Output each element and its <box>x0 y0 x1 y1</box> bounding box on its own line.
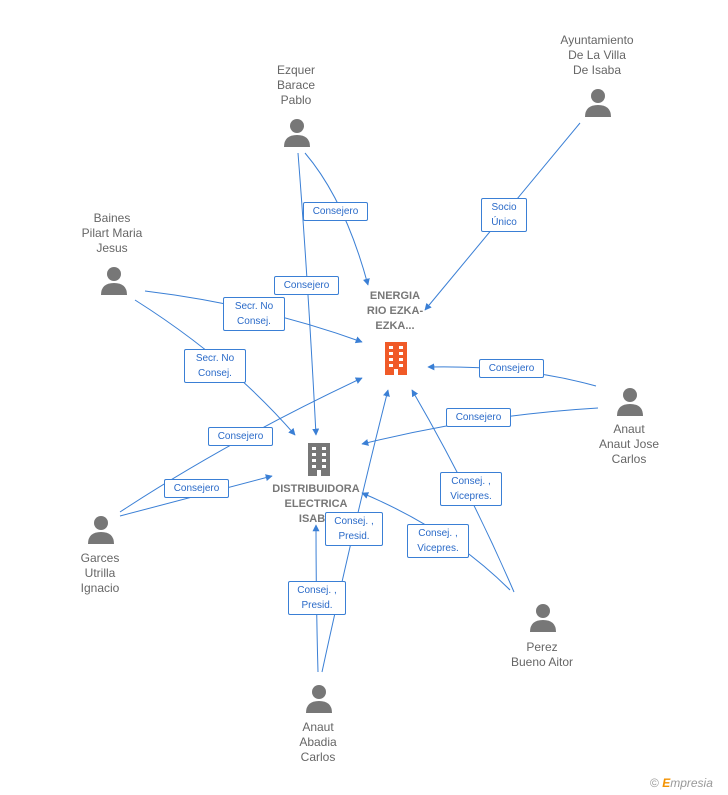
relation-label-consej-presid[interactable]: Consej. , Presid. <box>325 512 383 546</box>
brand-footer: © Empresia <box>650 776 713 790</box>
person-icon[interactable] <box>529 603 557 633</box>
person-icon[interactable] <box>305 684 333 714</box>
relation-label-consejero[interactable]: Consejero <box>274 276 339 295</box>
relation-label-socio-unico[interactable]: Socio Único <box>481 198 527 232</box>
person-icon[interactable] <box>616 387 644 417</box>
person-icon[interactable] <box>87 515 115 545</box>
copyright-symbol: © <box>650 776 659 790</box>
relation-label-secr-no-consej[interactable]: Secr. No Consej. <box>223 297 285 331</box>
person-label-ayuntamiento[interactable]: Ayuntamiento De La Villa De Isaba <box>560 33 634 77</box>
person-label-anaut-abadia[interactable]: Anaut Abadia Carlos <box>299 720 337 764</box>
relation-label-consejero[interactable]: Consejero <box>446 408 511 427</box>
person-label-ezquer[interactable]: Ezquer Barace Pablo <box>276 63 316 107</box>
person-icon[interactable] <box>100 266 128 296</box>
energia-label[interactable]: ENERGIA RIO EZKA- EZKA... <box>366 290 424 332</box>
relation-label-consejero[interactable]: Consejero <box>479 359 544 378</box>
brand-logo-text: mpresia <box>670 776 713 790</box>
brand-logo-initial: E <box>662 776 671 790</box>
person-label-perez[interactable]: Perez Bueno Aitor <box>510 640 574 669</box>
relation-label-secr-no-consej[interactable]: Secr. No Consej. <box>184 349 246 383</box>
relation-label-consejero[interactable]: Consejero <box>164 479 229 498</box>
relation-label-consej-presid[interactable]: Consej. , Presid. <box>288 581 346 615</box>
building-icon[interactable] <box>303 441 335 477</box>
person-icon[interactable] <box>283 118 311 148</box>
relation-label-consejero[interactable]: Consejero <box>208 427 273 446</box>
building-icon[interactable] <box>380 340 412 376</box>
person-icon[interactable] <box>584 88 612 118</box>
person-label-baines[interactable]: Baines Pilart Maria Jesus <box>81 211 143 255</box>
person-label-anaut-jose[interactable]: Anaut Anaut Jose Carlos <box>598 422 660 466</box>
distribuidora-label[interactable]: DISTRIBUIDORA ELECTRICA ISABA <box>272 483 360 525</box>
relation-label-consej-vicepres[interactable]: Consej. , Vicepres. <box>407 524 469 558</box>
relation-label-consejero[interactable]: Consejero <box>303 202 368 221</box>
relation-label-consej-vicepres[interactable]: Consej. , Vicepres. <box>440 472 502 506</box>
person-label-garces[interactable]: Garces Utrilla Ignacio <box>80 551 120 595</box>
